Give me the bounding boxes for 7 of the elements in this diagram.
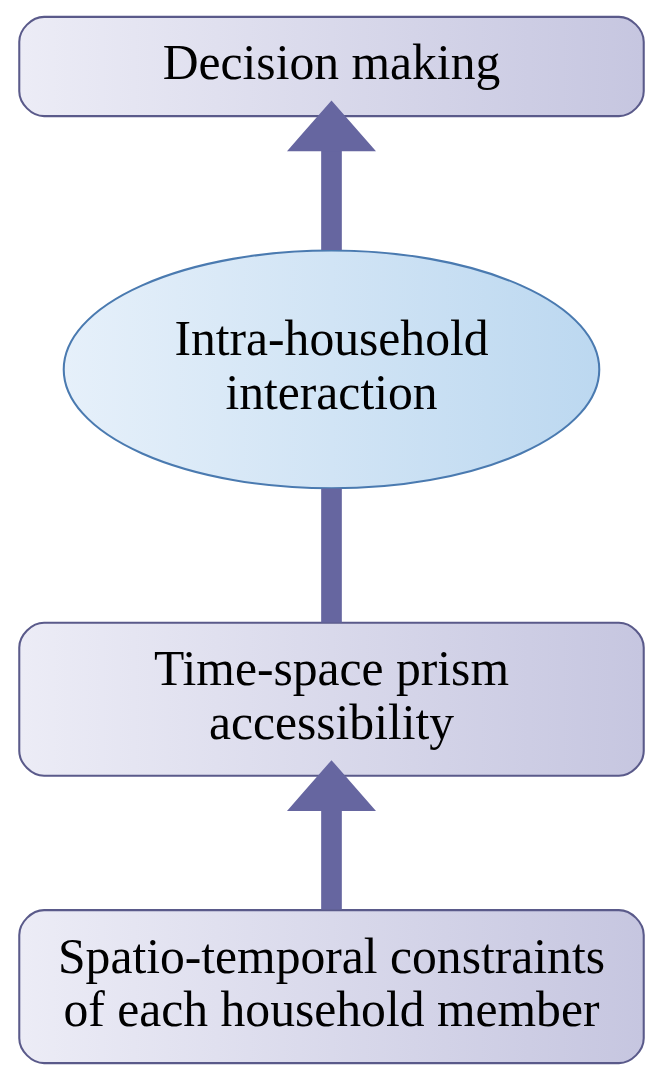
arrow [287, 100, 376, 251]
node-box: Decision making [18, 15, 645, 118]
node-box: Time-space prism accessibility [18, 621, 645, 777]
connector [321, 488, 342, 623]
arrow [287, 760, 376, 910]
node-box: Spatio-temporal constraints of each household member [18, 909, 645, 1065]
node-ellipse: Intra-household interaction [62, 249, 601, 490]
